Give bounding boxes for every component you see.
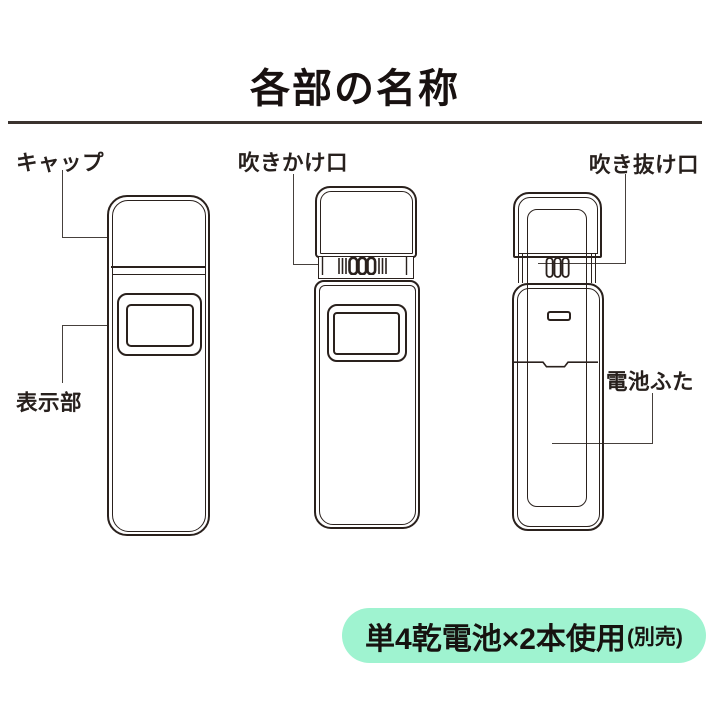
display-screen bbox=[126, 304, 194, 347]
leader-line-blow-outlet bbox=[538, 174, 626, 264]
device3-body-icon bbox=[512, 283, 604, 531]
label-blow-outlet: 吹き抜け口 bbox=[589, 153, 700, 177]
cap-seam-inner-line bbox=[112, 274, 205, 276]
grip-slot-icon bbox=[547, 311, 571, 321]
cap-seam-line bbox=[111, 266, 206, 269]
label-blow-inlet: 吹きかけ口 bbox=[238, 151, 349, 175]
device2-body-icon bbox=[314, 280, 420, 529]
page-title: 各部の名称 bbox=[250, 67, 460, 111]
device2-cap-icon bbox=[315, 186, 417, 258]
battery-cover-latch-line bbox=[513, 361, 598, 368]
device3-neck bbox=[518, 254, 596, 283]
device-front-view-icon bbox=[107, 195, 210, 536]
label-display: 表示部 bbox=[16, 391, 83, 415]
blow-inlet-vent-icon bbox=[318, 256, 414, 279]
blow-outlet-vent-icon bbox=[545, 257, 570, 278]
battery-note-badge: 単4乾電池×2本使用 (別売) bbox=[342, 608, 706, 663]
neck-inner-line-right bbox=[590, 254, 592, 283]
battery-note-suffix: (別売) bbox=[626, 625, 683, 649]
battery-note-text: 単4乾電池×2本使用 bbox=[365, 622, 626, 656]
display-screen-2 bbox=[333, 312, 400, 355]
battery-cover-panel bbox=[527, 209, 587, 507]
neck-inner-line-left bbox=[522, 254, 524, 283]
label-battery-cover: 電池ふた bbox=[606, 370, 695, 394]
title-underline bbox=[8, 121, 702, 124]
label-cap: キャップ bbox=[16, 151, 105, 175]
